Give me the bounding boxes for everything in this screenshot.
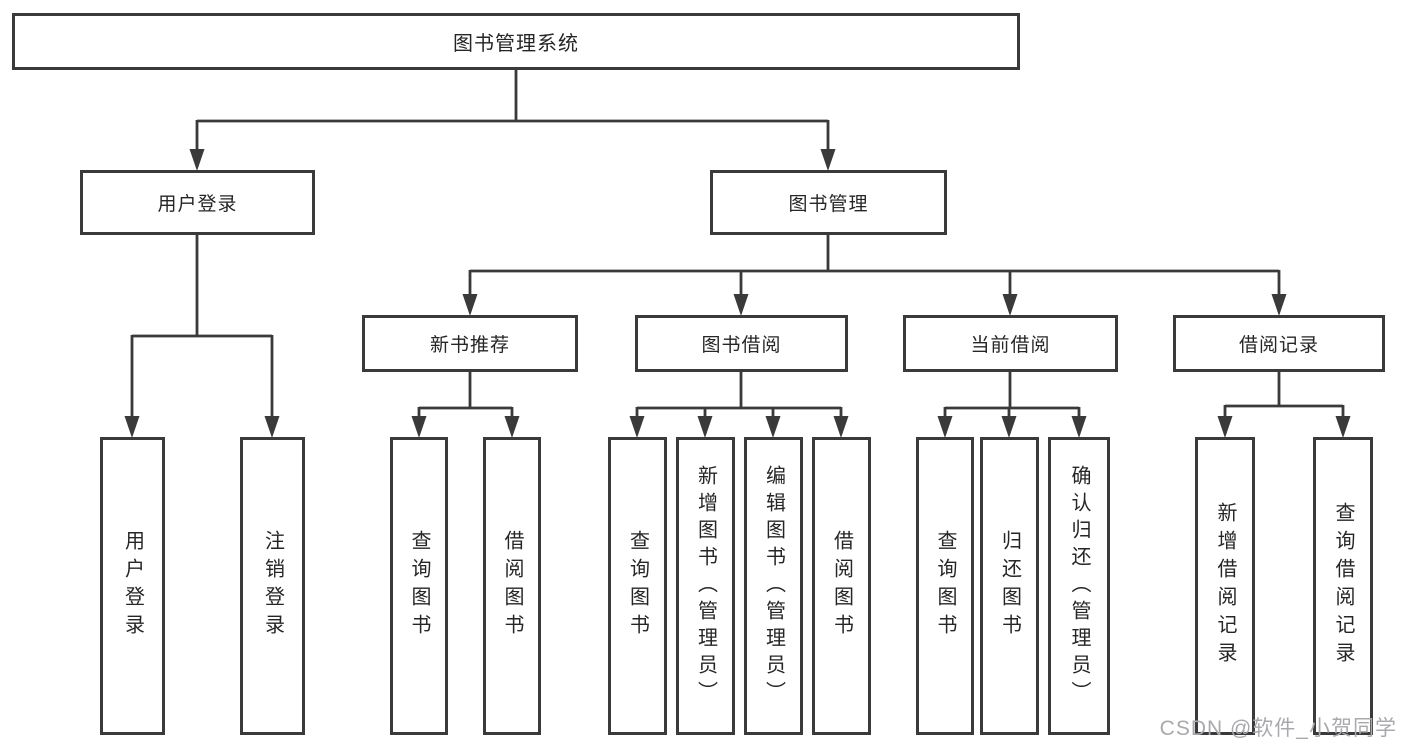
leaf-add-book-admin-label: 新增图书（管理员） [694, 464, 717, 708]
leaf-edit-book-admin-label: 编辑图书（管理员） [762, 464, 785, 708]
leaf-user-login-label: 用户登录 [121, 530, 144, 642]
leaf-confirm-return-admin-label: 确认归还（管理员） [1068, 464, 1090, 708]
node-user-login: 用户登录 [80, 170, 315, 235]
node-current-borrowing: 当前借阅 [903, 315, 1118, 372]
leaf-return-book: 归还图书 [980, 437, 1039, 735]
leaf-query-books-recommend: 查询图书 [390, 437, 448, 735]
leaf-add-book-admin: 新增图书（管理员） [676, 437, 735, 735]
leaf-query-books-borrow-label: 查询图书 [626, 530, 649, 642]
leaf-confirm-return-admin: 确认归还（管理员） [1048, 437, 1110, 735]
leaf-query-books-current-label: 查询图书 [934, 530, 956, 642]
node-borrow-records-label: 借阅记录 [1238, 335, 1319, 356]
node-current-borrowing-label: 当前借阅 [970, 335, 1051, 356]
leaf-query-borrow-record: 查询借阅记录 [1313, 437, 1373, 735]
leaf-query-books-borrow: 查询图书 [608, 437, 667, 735]
leaf-add-borrow-record: 新增借阅记录 [1195, 437, 1255, 735]
leaf-logout: 注销登录 [240, 437, 305, 735]
leaf-query-borrow-record-label: 查询借阅记录 [1332, 502, 1354, 670]
watermark: CSDN @软件_小贺同学 [1159, 717, 1397, 740]
node-root-label: 图书管理系统 [453, 33, 579, 55]
leaf-borrow-books-recommend: 借阅图书 [483, 437, 541, 735]
leaf-edit-book-admin: 编辑图书（管理员） [744, 437, 803, 735]
leaf-query-books-current: 查询图书 [916, 437, 974, 735]
node-new-book-recommend: 新书推荐 [362, 315, 578, 372]
leaf-borrow-books-recommend-label: 借阅图书 [501, 530, 523, 642]
node-borrow-records: 借阅记录 [1173, 315, 1385, 372]
leaf-query-books-recommend-label: 查询图书 [408, 530, 430, 642]
leaf-borrow-books-borrow: 借阅图书 [812, 437, 871, 735]
leaf-logout-label: 注销登录 [261, 530, 284, 642]
node-book-borrowing-label: 图书借阅 [701, 335, 782, 356]
node-book-borrowing: 图书借阅 [635, 315, 848, 372]
node-user-login-label: 用户登录 [157, 194, 238, 215]
node-book-management: 图书管理 [710, 170, 947, 235]
leaf-user-login: 用户登录 [100, 437, 165, 735]
leaf-return-book-label: 归还图书 [998, 530, 1021, 642]
node-new-book-recommend-label: 新书推荐 [429, 335, 510, 356]
leaf-borrow-books-borrow-label: 借阅图书 [830, 530, 853, 642]
node-book-management-label: 图书管理 [788, 194, 869, 215]
leaf-add-borrow-record-label: 新增借阅记录 [1214, 502, 1236, 670]
node-root: 图书管理系统 [12, 13, 1020, 70]
